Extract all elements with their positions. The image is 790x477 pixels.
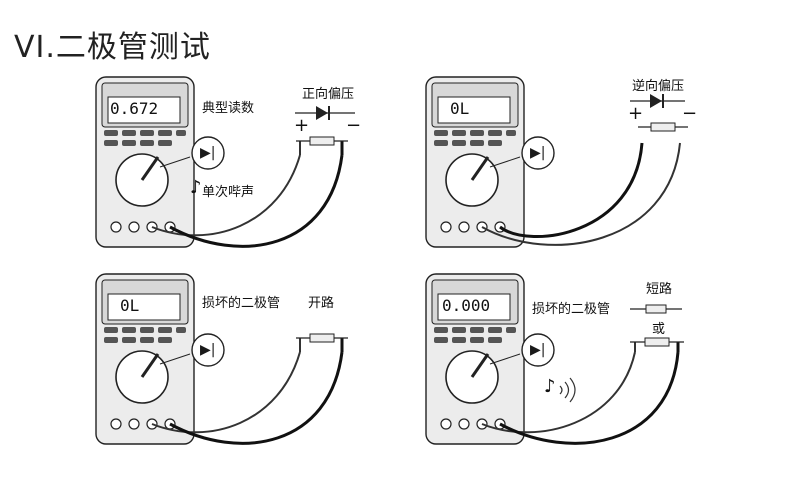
status-label: 损坏的二极管 [202,296,281,311]
beep-label: 单次哔声 [202,185,255,200]
result-label: 开路 [308,296,335,311]
result-label: 短路 [646,282,673,297]
panel-forward-bias: 0.672 典型读数 正向偏压 ♪ 单次哔声 + − [90,75,462,275]
minus-sign: − [346,115,362,136]
meter-reading: 0.672 [110,99,159,118]
plus-sign: + [628,103,644,124]
minus-sign: − [682,103,698,124]
meter-diagram [95,273,348,445]
meter-diagram [425,273,684,445]
diode-icon: ▶| [200,145,216,161]
page-title: VI.二极管测试 [14,30,211,65]
music-note-icon: ♪ [544,376,556,397]
diode-icon: ▶| [200,342,216,358]
meter-reading: 0.000 [442,296,491,315]
meter-reading: 0L [450,99,470,118]
panel-broken-open: 0L 损坏的二极管 开路 [90,272,462,472]
diode-icon [316,106,328,120]
status-label: 损坏的二极管 [532,302,611,317]
plus-sign: + [294,115,310,136]
meter-diagram [425,76,688,248]
or-label: 或 [652,322,666,337]
panel-reverse-bias: 0L 逆向偏压 + − [420,75,790,275]
polarity-label: 逆向偏压 [632,79,685,94]
music-note-icon: ♪ [190,177,202,198]
diode-icon: ▶| [530,145,546,161]
meter-diagram [95,76,355,248]
status-label: 典型读数 [202,101,255,116]
sound-waves-icon [559,377,576,403]
panel-broken-short: 0.000 损坏的二极管 短路 或 ♪ [420,272,790,472]
meter-reading: 0L [120,296,140,315]
polarity-label: 正向偏压 [302,87,355,102]
diode-icon: ▶| [530,342,546,358]
diode-icon [650,94,662,108]
